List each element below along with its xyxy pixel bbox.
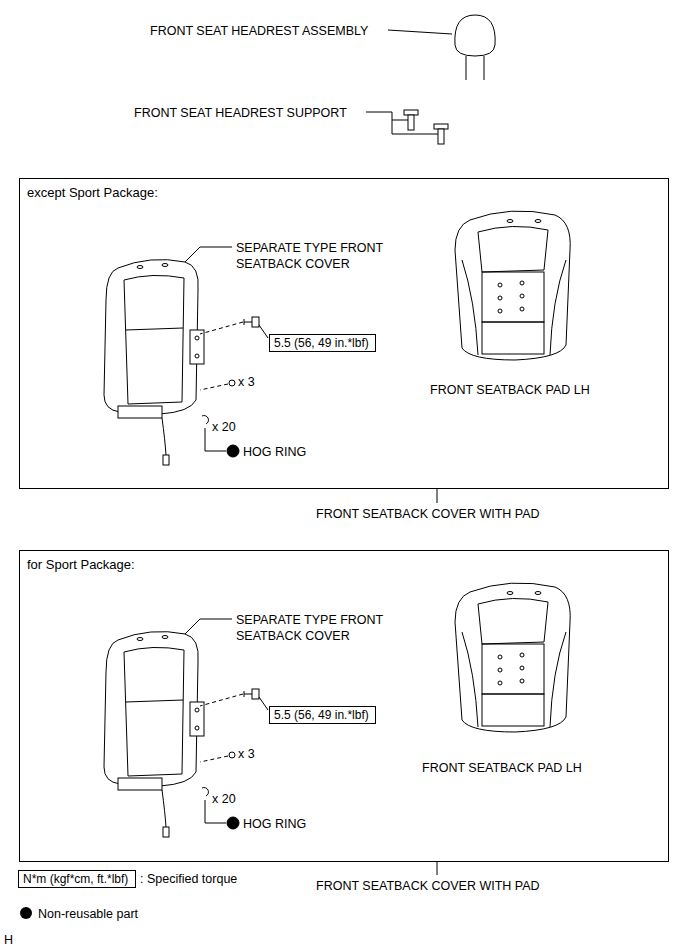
torque-box: N*m (kgf*cm, ft.*lbf)	[18, 870, 136, 888]
part-label: x 20	[212, 791, 236, 807]
part-label: SEPARATE TYPE FRONT SEATBACK COVER	[236, 612, 408, 645]
part-label: x 3	[238, 374, 255, 390]
part-label: HOG RING	[243, 444, 306, 460]
package-frame: for Sport Package: 5.5 (56, 49 in.*lbf)	[19, 550, 669, 862]
frame-heading: except Sport Package:	[27, 185, 158, 200]
torque-value: 5.5 (56, 49 in.*lbf)	[274, 708, 369, 722]
part-label: SEPARATE TYPE FRONT SEATBACK COVER	[236, 240, 408, 273]
part-label: HOG RING	[243, 816, 306, 832]
package-frame: except Sport Package: 5.5 (56, 49 in.*lbf…	[19, 178, 669, 489]
part-label: H	[4, 932, 13, 948]
part-label: FRONT SEATBACK PAD LH	[422, 760, 582, 776]
part-label: FRONT SEATBACK COVER WITH PAD	[316, 878, 540, 894]
legend-text: : Specified torque	[140, 871, 237, 887]
torque-value: N*m (kgf*cm, ft.*lbf)	[23, 872, 128, 886]
torque-box: 5.5 (56, 49 in.*lbf)	[269, 334, 376, 352]
legend-text: Non-reusable part	[38, 906, 138, 922]
part-label: x 20	[212, 419, 236, 435]
part-label: FRONT SEAT HEADREST SUPPORT	[134, 105, 347, 121]
part-label: FRONT SEATBACK COVER WITH PAD	[316, 506, 540, 522]
part-label: x 3	[238, 746, 255, 762]
torque-box: 5.5 (56, 49 in.*lbf)	[269, 706, 376, 724]
frame-heading: for Sport Package:	[27, 557, 135, 572]
part-label: FRONT SEATBACK PAD LH	[430, 382, 590, 398]
torque-value: 5.5 (56, 49 in.*lbf)	[274, 336, 369, 350]
part-label: FRONT SEAT HEADREST ASSEMBLY	[150, 23, 368, 39]
